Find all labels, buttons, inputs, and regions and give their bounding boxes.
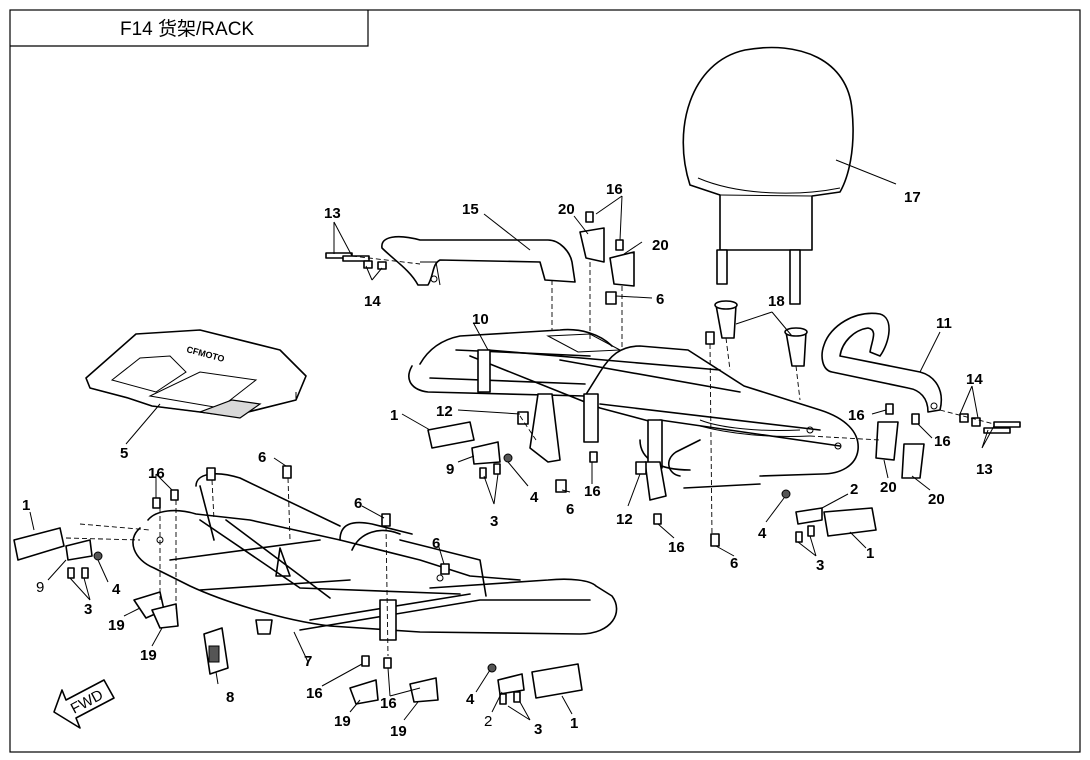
callout-3b: 3 bbox=[816, 557, 824, 574]
callout-4c: 4 bbox=[112, 581, 121, 598]
callout-16e: 16 bbox=[934, 433, 951, 450]
callout-19d: 19 bbox=[390, 723, 407, 740]
part-11-right-handle bbox=[821, 312, 942, 413]
part-1-reflectors bbox=[13, 421, 877, 699]
callout-1c: 1 bbox=[22, 497, 30, 514]
callout-16h: 16 bbox=[380, 695, 397, 712]
callout-8: 8 bbox=[226, 689, 234, 706]
assembly-lines bbox=[65, 262, 881, 657]
callout-1a: 1 bbox=[390, 407, 398, 424]
callout-9a: 9 bbox=[446, 461, 454, 478]
callout-9b: 9 bbox=[36, 579, 44, 596]
callout-6a: 6 bbox=[656, 291, 664, 308]
callout-1d: 1 bbox=[570, 715, 578, 732]
callout-13b: 13 bbox=[976, 461, 993, 478]
fwd-arrow-icon: FWD bbox=[53, 679, 115, 729]
callout-5: 5 bbox=[120, 445, 128, 462]
callouts: 17 15 10 11 18 20 16 20 6 13 14 14 13 5 … bbox=[22, 181, 993, 740]
callout-17: 17 bbox=[904, 189, 921, 206]
part-17-backrest bbox=[682, 46, 854, 305]
callout-20a: 20 bbox=[558, 201, 575, 218]
callout-2a: 2 bbox=[850, 481, 858, 498]
callout-12b: 12 bbox=[616, 511, 633, 528]
callout-3d: 3 bbox=[534, 721, 542, 738]
callout-16c: 16 bbox=[668, 539, 685, 556]
callout-4b: 4 bbox=[758, 525, 767, 542]
callout-19c: 19 bbox=[334, 713, 351, 730]
part-13-14-left-bolts bbox=[325, 252, 421, 270]
callout-6e: 6 bbox=[354, 495, 362, 512]
callout-20d: 20 bbox=[928, 491, 945, 508]
callout-6d: 6 bbox=[258, 449, 266, 466]
callout-20c: 20 bbox=[880, 479, 897, 496]
drawing-border bbox=[9, 9, 1081, 753]
callout-6f: 6 bbox=[432, 535, 440, 552]
callout-6b: 6 bbox=[566, 501, 574, 518]
callout-10: 10 bbox=[472, 311, 489, 328]
callout-6c: 6 bbox=[730, 555, 738, 572]
callout-2b: 2 bbox=[484, 713, 492, 730]
callout-18: 18 bbox=[768, 293, 785, 310]
callout-14b: 14 bbox=[966, 371, 983, 388]
part-15-left-handle bbox=[381, 235, 576, 286]
callout-11: 11 bbox=[936, 315, 952, 332]
callout-15: 15 bbox=[462, 201, 479, 218]
callout-19b: 19 bbox=[140, 647, 157, 664]
callout-3a: 3 bbox=[490, 513, 498, 530]
callout-12a: 12 bbox=[436, 403, 453, 420]
callout-1b: 1 bbox=[866, 545, 874, 562]
title-block bbox=[10, 10, 369, 47]
page-title: F14 货架/RACK bbox=[120, 18, 254, 40]
callout-16b: 16 bbox=[584, 483, 601, 500]
part-18-grommets bbox=[714, 300, 808, 367]
callout-3c: 3 bbox=[84, 601, 92, 618]
part-13-14-right-bolts bbox=[939, 409, 1021, 434]
leader-lines bbox=[29, 159, 995, 721]
callout-16f: 16 bbox=[148, 465, 165, 482]
part-7-front-rack bbox=[132, 473, 618, 641]
callout-4d: 4 bbox=[466, 691, 475, 708]
callout-7: 7 bbox=[304, 653, 312, 670]
callout-16g: 16 bbox=[306, 685, 323, 702]
part-19-20-clamps bbox=[133, 227, 925, 705]
callout-16d: 16 bbox=[848, 407, 865, 424]
part-8-reflector bbox=[203, 627, 229, 675]
callout-13a: 13 bbox=[324, 205, 341, 222]
callout-14a: 14 bbox=[364, 293, 381, 310]
callout-19a: 19 bbox=[108, 617, 125, 634]
callout-16a: 16 bbox=[606, 181, 623, 198]
callout-4a: 4 bbox=[530, 489, 539, 506]
callout-20b: 20 bbox=[652, 237, 669, 254]
part-5-cargo-mat: CFMOTO bbox=[85, 329, 307, 419]
part-9-2-brackets bbox=[65, 441, 823, 695]
fasteners bbox=[67, 211, 920, 705]
